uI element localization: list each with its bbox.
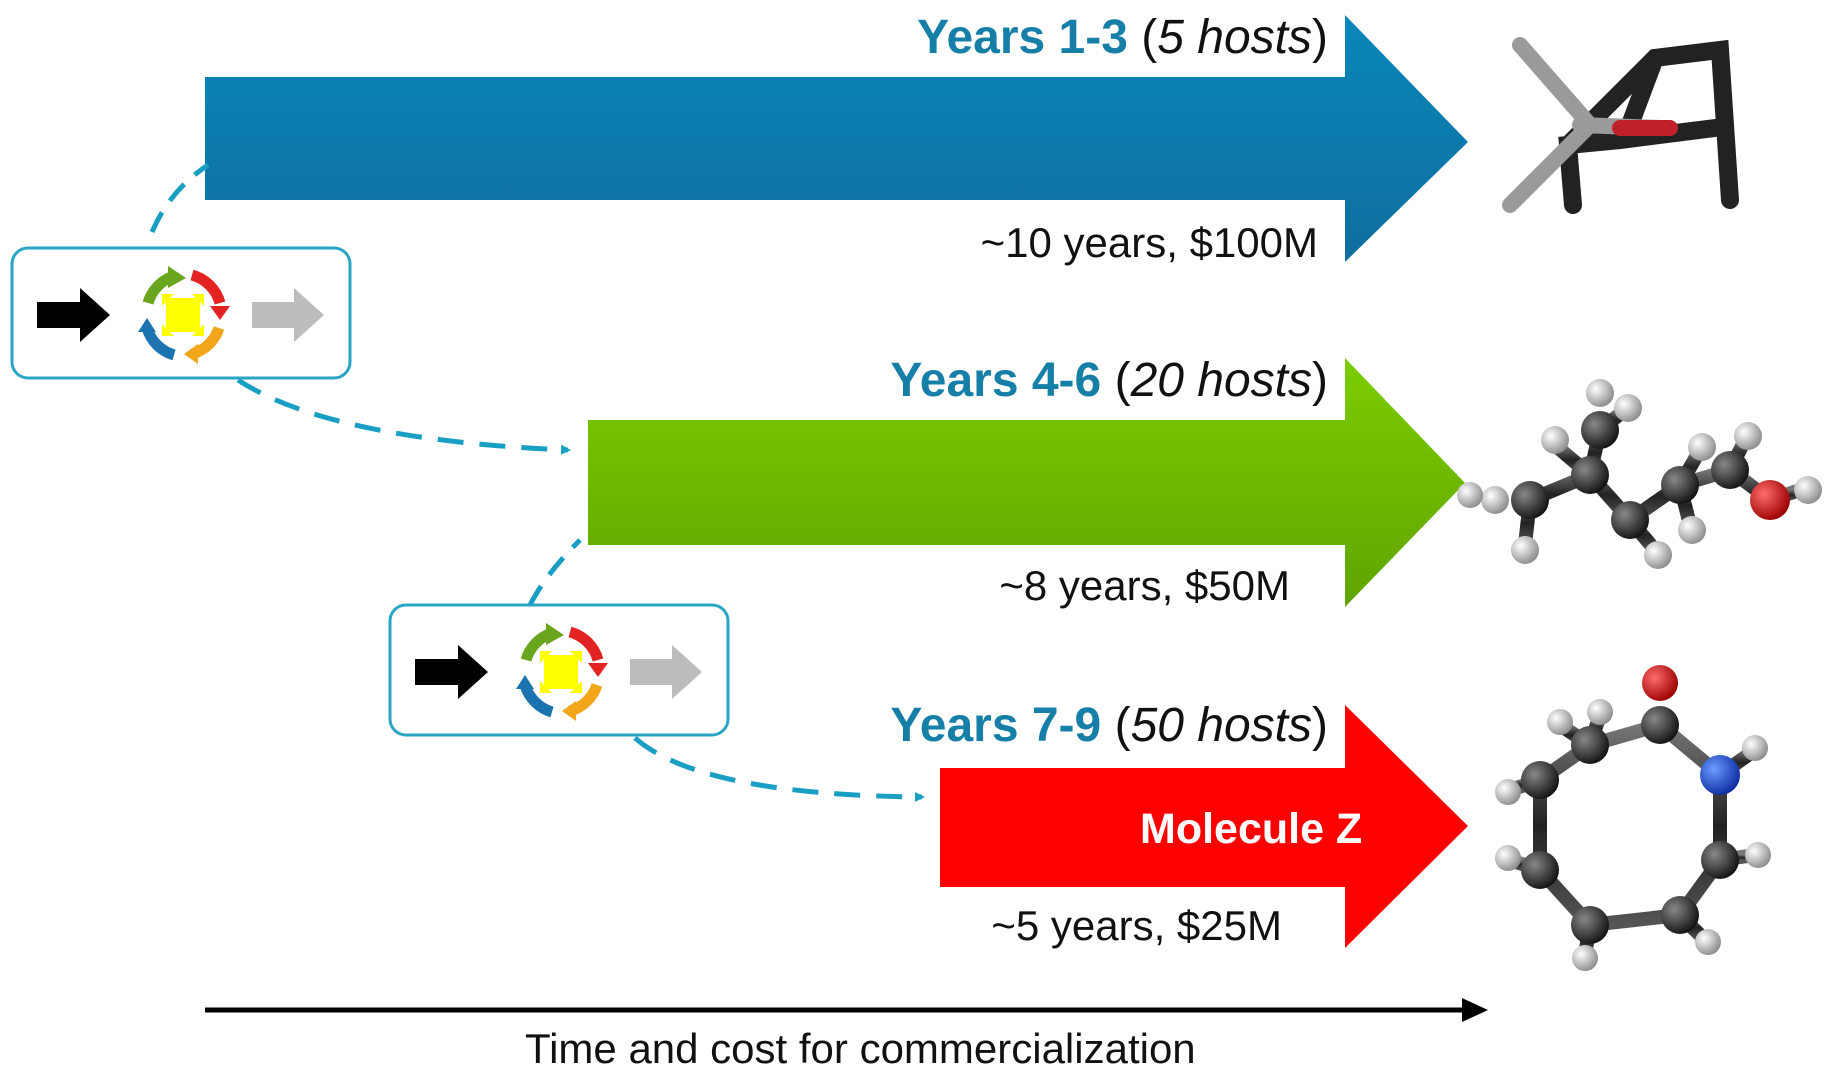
phase2-cost: ~8 years, $50M	[999, 562, 1290, 609]
time-cost-axis-label: Time and cost for commercialization	[525, 1025, 1196, 1072]
phase3-years: Years 7-9	[890, 699, 1102, 752]
phase3-open-paren: (	[1101, 699, 1131, 752]
connector-from-phase2	[527, 538, 582, 607]
cycle-diagram-box-2	[388, 603, 730, 737]
phase2-hosts: 20 hosts	[1130, 354, 1313, 407]
connector-to-phase2	[236, 377, 571, 455]
phase2-close-paren: )	[1312, 354, 1328, 407]
phase3-close-paren: )	[1312, 699, 1328, 752]
connector-to-phase1	[149, 162, 210, 233]
phase1-title: Years 1-3 (5 hosts)	[917, 14, 1328, 62]
ball-and-stick-molecule-icon	[1495, 665, 1771, 971]
cycle-diagram-icon	[37, 266, 324, 364]
phase1-open-paren: (	[1127, 11, 1158, 64]
phase2-open-paren: (	[1101, 354, 1131, 407]
phase1-close-paren: )	[1312, 11, 1328, 64]
molecule-z-label: Molecule Z	[1140, 805, 1363, 853]
connector-to-phase3	[633, 736, 925, 802]
time-cost-axis-arrowhead	[1462, 998, 1488, 1022]
phase3-hosts: 50 hosts	[1130, 699, 1313, 752]
phase2-years: Years 4-6	[890, 354, 1102, 407]
phase3-cost: ~5 years, $25M	[991, 902, 1282, 949]
ball-and-stick-molecule-icon	[1457, 379, 1822, 569]
phase1-cost: ~10 years, $100M	[980, 219, 1318, 266]
cycle-diagram-icon	[415, 623, 702, 721]
phase3-title: Years 7-9 (50 hosts)	[890, 702, 1328, 750]
phase1-hosts: 5 hosts	[1157, 11, 1313, 64]
cycle-diagram-box-1	[10, 246, 352, 380]
phase3-arrow	[940, 705, 1468, 948]
phase1-arrow	[205, 15, 1468, 262]
ball-and-stick-molecule-icon	[1502, 37, 1739, 214]
phase1-years: Years 1-3	[917, 11, 1128, 64]
phase2-arrow	[588, 358, 1465, 607]
phase2-title: Years 4-6 (20 hosts)	[890, 357, 1328, 405]
